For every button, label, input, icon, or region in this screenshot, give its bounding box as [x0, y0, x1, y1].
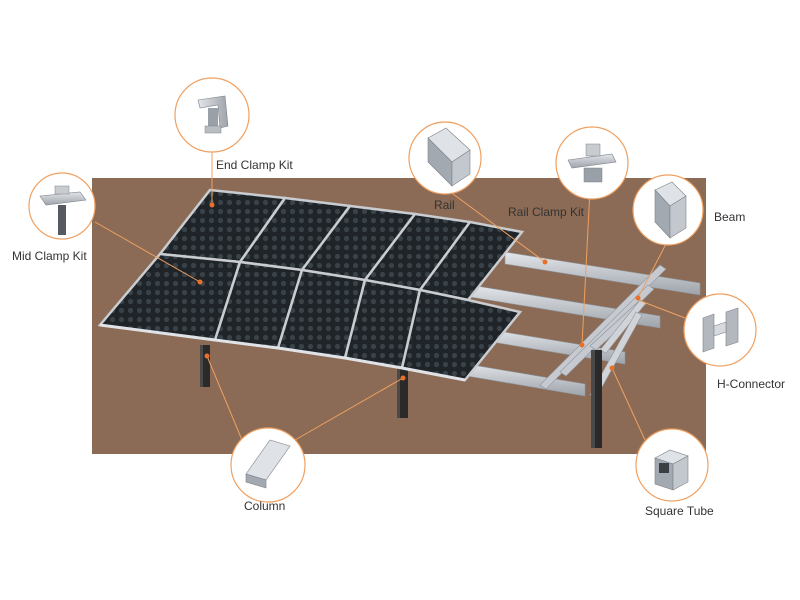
- rear-column: [591, 350, 602, 448]
- label-beam: Beam: [714, 210, 746, 224]
- label-rail: Rail: [434, 198, 455, 212]
- label-end-clamp-kit: End Clamp Kit: [216, 158, 293, 172]
- label-rail-clamp-kit: Rail Clamp Kit: [508, 205, 585, 219]
- callout-leaders: [94, 150, 686, 441]
- rail-clamp-icon: [555, 126, 629, 200]
- front-columns: [200, 345, 408, 418]
- label-mid-clamp-kit: Mid Clamp Kit: [12, 249, 87, 263]
- label-column: Column: [244, 499, 286, 513]
- h-connector-icon: [683, 293, 757, 367]
- rail-structure: [454, 251, 701, 399]
- callout-markers: [197, 202, 641, 381]
- square-tube-icon: [635, 428, 709, 502]
- rail-profile-icon: [408, 121, 482, 195]
- mid-clamp-icon: [28, 172, 96, 240]
- solar-panel-array: [97, 188, 525, 382]
- beam-profile-icon: [632, 174, 704, 246]
- column-profile-icon: [230, 427, 306, 503]
- label-square-tube: Square Tube: [645, 504, 714, 518]
- label-h-connector: H-Connector: [717, 377, 786, 391]
- end-clamp-icon: [174, 77, 250, 153]
